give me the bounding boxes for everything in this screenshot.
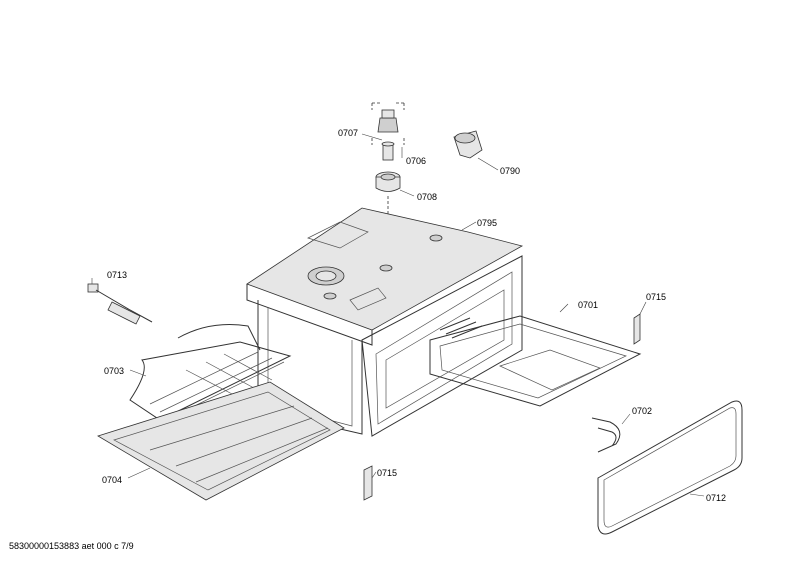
part-label-0706: 0706 bbox=[406, 156, 427, 166]
part-label-0703: 0703 bbox=[104, 366, 125, 376]
plate-part-0704 bbox=[97, 381, 345, 501]
gasket-part-0712 bbox=[597, 400, 743, 535]
part-label-0715-bottom: 0715 bbox=[377, 468, 398, 478]
part-label-0701: 0701 bbox=[578, 300, 599, 310]
part-label-0707: 0707 bbox=[338, 128, 359, 138]
sensor-part-0713 bbox=[87, 278, 153, 325]
clip-part-0702 bbox=[591, 413, 631, 453]
bracket-part-0715-right bbox=[633, 301, 647, 345]
part-label-0708: 0708 bbox=[417, 192, 438, 202]
part-label-0715-right: 0715 bbox=[646, 292, 667, 302]
cap-part-0790 bbox=[453, 130, 499, 171]
heater-part-0701 bbox=[429, 303, 642, 407]
knob-assembly bbox=[361, 102, 415, 224]
oven-cavity bbox=[246, 207, 524, 437]
part-label-0702: 0702 bbox=[632, 406, 653, 416]
document-footer: 58300000153883 aet 000 c 7/9 bbox=[9, 541, 134, 551]
part-label-0712: 0712 bbox=[706, 493, 727, 503]
part-label-0795: 0795 bbox=[477, 218, 498, 228]
part-label-0790: 0790 bbox=[500, 166, 521, 176]
bracket-part-0715-bottom bbox=[363, 465, 377, 501]
heater-part-0703 bbox=[129, 324, 292, 421]
part-label-0704: 0704 bbox=[102, 475, 123, 485]
part-label-0713: 0713 bbox=[107, 270, 128, 280]
